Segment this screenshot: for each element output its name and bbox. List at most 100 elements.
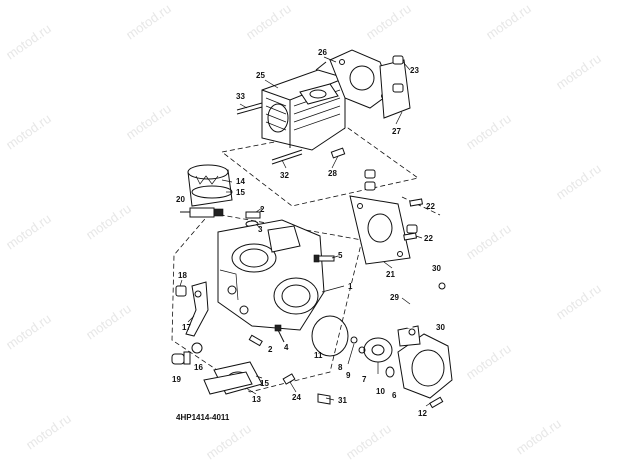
gasket-hole (349, 65, 375, 91)
watermark-text: motod.ru (553, 51, 604, 93)
head-gasket-bolt-hole (357, 203, 363, 209)
head-chamber-inner (239, 248, 269, 268)
intake-pipe (203, 361, 263, 395)
o-ring-11 (311, 315, 349, 357)
dowel-pin (364, 169, 376, 179)
head-edge (219, 269, 239, 301)
dowel-pin (406, 224, 418, 234)
bolt-5 (313, 254, 335, 263)
head-chamber (231, 243, 277, 273)
crank-bore (281, 284, 311, 308)
watermark-text: motod.ru (3, 211, 54, 253)
bolt-4 (274, 324, 285, 343)
watermark-text: motod.ru (123, 101, 174, 143)
callout-8: 8 (338, 363, 343, 372)
cylinder-group-outline (221, 127, 419, 207)
watermark-text: motod.ru (3, 111, 54, 153)
watermark-text: motod.ru (513, 416, 564, 458)
callout-28: 28 (328, 169, 337, 178)
leader-line (264, 79, 279, 89)
leader-line (325, 397, 335, 401)
callout-3: 3 (258, 225, 263, 234)
pump-inlet (397, 325, 421, 347)
callout-17: 17 (182, 323, 191, 332)
callout-27: 27 (392, 127, 401, 136)
callout-25: 25 (256, 71, 265, 80)
callout-5: 5 (338, 251, 343, 260)
leader-line (321, 285, 345, 293)
o-ring (311, 315, 349, 357)
leader-line (395, 111, 403, 125)
callout-12: 12 (418, 409, 427, 418)
cooling-fin (265, 105, 287, 115)
spark-plug (180, 207, 224, 218)
leader-lines (179, 56, 433, 407)
cooling-fin (265, 121, 287, 131)
crank-housing (273, 277, 319, 315)
callout-6: 6 (392, 391, 397, 400)
piston-assembly (187, 164, 233, 207)
cooling-fin (293, 105, 341, 123)
bolt-5-head (313, 254, 320, 263)
callout-1: 1 (348, 282, 353, 291)
cylinder-head (217, 219, 325, 331)
leader-line (331, 155, 339, 169)
leader-line (347, 343, 355, 365)
callout-33: 33 (236, 92, 245, 101)
callout-labels: 25 26 23 27 33 32 28 14 15 20 2 3 5 1 22… (172, 48, 445, 422)
callout-15-upper: 15 (236, 188, 245, 197)
bolt-2-lower (248, 334, 263, 347)
leader-line (401, 297, 411, 305)
watermark-text: motod.ru (483, 1, 534, 43)
watermark-text: motod.ru (83, 201, 134, 243)
leader-line (179, 279, 183, 287)
bolt-4-shaft (277, 329, 285, 343)
impeller-hub (371, 344, 385, 356)
piston-ridge (195, 175, 219, 185)
clamp-30 (408, 328, 416, 336)
side-bracket (171, 281, 209, 365)
gasket-13 (203, 371, 253, 395)
dowel-pins (364, 55, 418, 234)
callout-31: 31 (338, 396, 347, 405)
leader-line (383, 261, 393, 269)
stud-bolt (236, 106, 263, 115)
bolt-22 (409, 198, 424, 207)
head-gasket (349, 195, 411, 265)
watermark-text: motod.ru (363, 1, 414, 43)
bolt-4-head (274, 324, 282, 332)
callout-16: 16 (194, 363, 203, 372)
cylinder-block (261, 69, 346, 151)
callout-2-upper: 2 (260, 205, 265, 214)
callout-30-upper: 30 (432, 264, 441, 273)
watermark-text: motod.ru (553, 161, 604, 203)
dowel-pin (392, 55, 404, 65)
leader-dash (401, 196, 441, 216)
bolts-22 (403, 198, 424, 241)
leader-line (289, 381, 297, 393)
watermark-text: motod.ru (243, 1, 294, 43)
washer-16 (191, 342, 203, 354)
leader-line (255, 375, 263, 379)
watermark-text: motod.ru (3, 21, 54, 63)
leader-line (255, 207, 263, 213)
seal-10 (385, 366, 395, 378)
dowel-pin (364, 181, 376, 191)
leader-line (245, 387, 257, 395)
stud-top (315, 61, 327, 71)
exhaust-gasket (329, 49, 411, 119)
watermark-text: motod.ru (463, 341, 514, 383)
pump-cover-dome (411, 349, 445, 387)
spark-plug-hex (213, 208, 224, 217)
callout-2-lower: 2 (268, 345, 273, 354)
watermark-text: motod.ru (463, 111, 514, 153)
cooling-fin (293, 113, 341, 131)
callout-26: 26 (318, 48, 327, 57)
washer-9 (358, 346, 366, 354)
leader-line (331, 255, 339, 259)
watermark-text: motod.ru (83, 301, 134, 343)
callout-24: 24 (292, 393, 301, 402)
cooling-fin (265, 97, 287, 107)
bolt-5-shaft (317, 255, 335, 262)
